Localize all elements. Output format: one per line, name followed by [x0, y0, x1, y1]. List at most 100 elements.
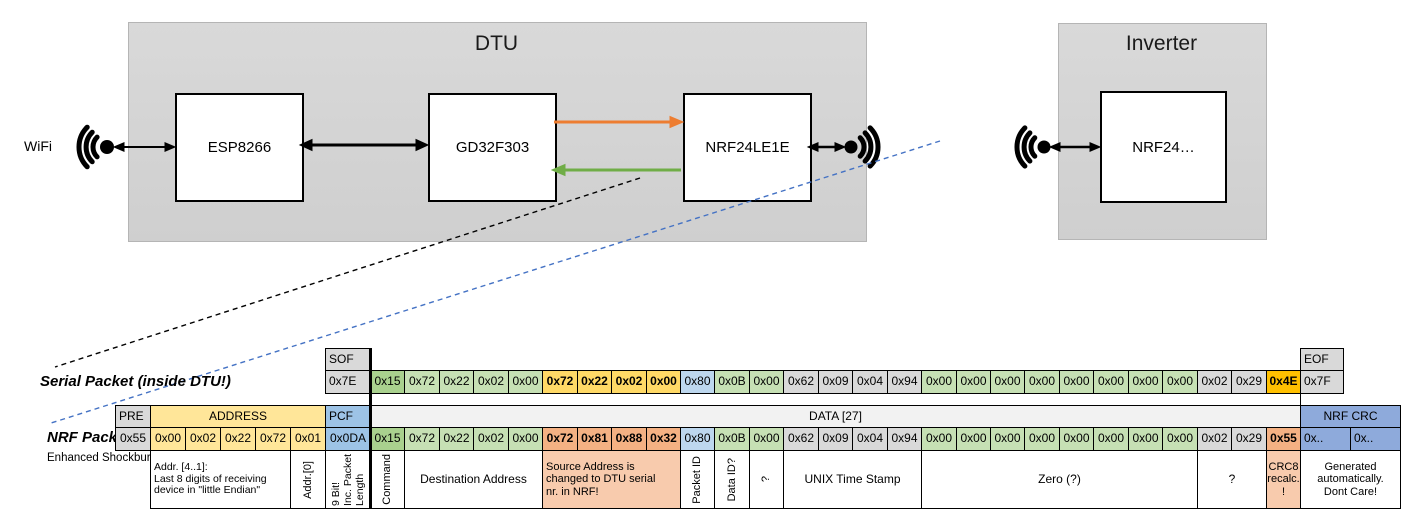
nrf-byte-cell: 0x80: [680, 427, 715, 451]
nrf-byte-cell: 0x62: [783, 427, 819, 451]
nrf-byte-cell: 0x94: [887, 427, 922, 451]
nrf-byte-cell: 0x00: [956, 427, 991, 451]
serial-byte-cell: 0x00: [990, 370, 1025, 394]
pcf-header: PCF: [325, 405, 371, 428]
nrf-crc-header: NRF CRC: [1300, 405, 1401, 428]
nrf-byte-cell: 0x04: [852, 427, 888, 451]
pre-header: PRE: [115, 405, 151, 428]
annotation-command: Command: [370, 450, 405, 509]
data-header: DATA [27]: [370, 405, 1301, 428]
nrf-byte-cell: 0x72: [542, 427, 578, 451]
serial-byte-cell: 0x00: [749, 370, 784, 394]
serial-byte-cell: 0x80: [680, 370, 715, 394]
address-header: ADDRESS: [150, 405, 326, 428]
wifi-label: WiFi: [24, 138, 52, 154]
address-byte-cell: 0x02: [185, 427, 221, 451]
serial-byte-cell: 0x00: [921, 370, 957, 394]
serial-byte-cell: 0x00: [956, 370, 991, 394]
nrf-byte-cell: 0x81: [577, 427, 612, 451]
serial-byte-cell: 0x00: [1059, 370, 1094, 394]
serial-byte-cell: 0x94: [887, 370, 922, 394]
annotation-packet-id-text: Packet ID: [691, 455, 704, 504]
dtu-title: DTU: [474, 32, 519, 55]
eof-value: 0x7F: [1300, 370, 1344, 394]
nrf-byte-cell: 0x09: [818, 427, 853, 451]
nrf-byte-cell: 0x00: [1128, 427, 1163, 451]
nrf-byte-cell: 0x15: [370, 427, 405, 451]
address-byte-cell: 0x22: [220, 427, 256, 451]
nrf-byte-cell: 0x55: [1266, 427, 1301, 451]
serial-byte-cell: 0x00: [1024, 370, 1060, 394]
serial-byte-cell: 0x00: [646, 370, 681, 394]
serial-byte-cell: 0x72: [542, 370, 578, 394]
serial-byte-cell: 0x15: [370, 370, 405, 394]
nrf-byte-cell: 0x88: [611, 427, 647, 451]
pcf-value: 0x0DA: [325, 427, 371, 451]
eof-header: EOF: [1300, 348, 1344, 371]
serial-byte-cell: 0x00: [1162, 370, 1198, 394]
annotation-data-id: Data ID?: [714, 450, 750, 509]
enhanced-shockburst-label: Enhanced Shockburst: [47, 452, 160, 464]
nrf-byte-cell: 0x00: [1059, 427, 1094, 451]
annotation-command-text: Command: [381, 454, 394, 505]
serial-byte-cell: 0x02: [1197, 370, 1232, 394]
serial-byte-cell: 0x22: [577, 370, 612, 394]
annotation-data-id-text: Data ID?: [725, 457, 738, 502]
annotation-q2: ?: [1197, 450, 1267, 509]
serial-byte-cell: 0x62: [783, 370, 819, 394]
annotation-dest: Destination Address: [404, 450, 543, 509]
nrf-byte-cell: 0x00: [1093, 427, 1129, 451]
serial-byte-cell: 0x02: [611, 370, 647, 394]
nrf-byte-cell: 0x22: [439, 427, 474, 451]
nrf-byte-cell: 0x00: [921, 427, 957, 451]
nrf-byte-cell: 0x00: [749, 427, 784, 451]
eof-crc-connector: [1300, 392, 1301, 406]
serial-byte-cell: 0x22: [439, 370, 474, 394]
nrf-byte-cell: 0x02: [473, 427, 509, 451]
nrf-byte-cell: 0x29: [1231, 427, 1267, 451]
serial-byte-cell: 0x04: [852, 370, 888, 394]
address-byte-cell: 0x01: [290, 427, 326, 451]
nrf-byte-cell: 0x00: [1024, 427, 1060, 451]
inverter-container: [1058, 23, 1267, 240]
serial-byte-cell: 0x00: [508, 370, 543, 394]
nrf-byte-cell: 0x0B: [714, 427, 750, 451]
serial-byte-cell: 0x02: [473, 370, 509, 394]
nrf-byte-cell: 0x00: [1162, 427, 1198, 451]
inverter-nrf24-box: NRF24…: [1100, 91, 1227, 203]
nrf-packet-label: NRF Packet: [47, 429, 131, 446]
annotation-addr41: Addr. [4..1]: Last 8 digits of receiving…: [150, 450, 291, 509]
serial-byte-cell: 0x00: [1093, 370, 1129, 394]
nrf-byte-cell: 0x00: [990, 427, 1025, 451]
sof-data-divider: [369, 348, 372, 509]
nrf-byte-cell: 0x00: [508, 427, 543, 451]
nrf-byte-cell: 0x32: [646, 427, 681, 451]
annotation-src: Source Address is changed to DTU serial …: [542, 450, 681, 509]
serial-byte-cell: 0x00: [1128, 370, 1163, 394]
serial-byte-cell: 0x29: [1231, 370, 1267, 394]
serial-byte-cell: 0x4E: [1266, 370, 1301, 394]
annotation-packet-id: Packet ID: [680, 450, 715, 509]
annotation-crc8: CRC8 recalc. !: [1266, 450, 1301, 509]
nrf-byte-cell: 0x72: [404, 427, 440, 451]
annotation-q1-text: ?: [760, 476, 773, 483]
address-byte-cell: 0x72: [255, 427, 291, 451]
serial-byte-cell: 0x09: [818, 370, 853, 394]
nrf-crc-value-cell: 0x..: [1350, 427, 1401, 451]
annotation-gen: Generated automatically. Dont Care!: [1300, 450, 1401, 509]
serial-byte-cell: 0x0B: [714, 370, 750, 394]
serial-byte-cell: 0x72: [404, 370, 440, 394]
annotation-zero: Zero (?): [921, 450, 1198, 509]
annotation-unix: UNIX Time Stamp: [783, 450, 922, 509]
nrf-byte-cell: 0x02: [1197, 427, 1232, 451]
sof-value: 0x7E: [325, 370, 371, 394]
nrf-crc-value-cell: 0x..: [1300, 427, 1351, 451]
annotation-pcf-bits: 9 Bit! Inc. Packet Length: [325, 450, 371, 509]
inverter-title: Inverter: [1125, 32, 1198, 55]
pre-value: 0x55: [115, 427, 151, 451]
address-byte-cell: 0x00: [150, 427, 186, 451]
inverter-nrf24-label: NRF24…: [1132, 138, 1195, 156]
sof-header: SOF: [325, 348, 371, 371]
annotation-pcf-bits-text: 9 Bit! Inc. Packet Length: [329, 453, 367, 506]
